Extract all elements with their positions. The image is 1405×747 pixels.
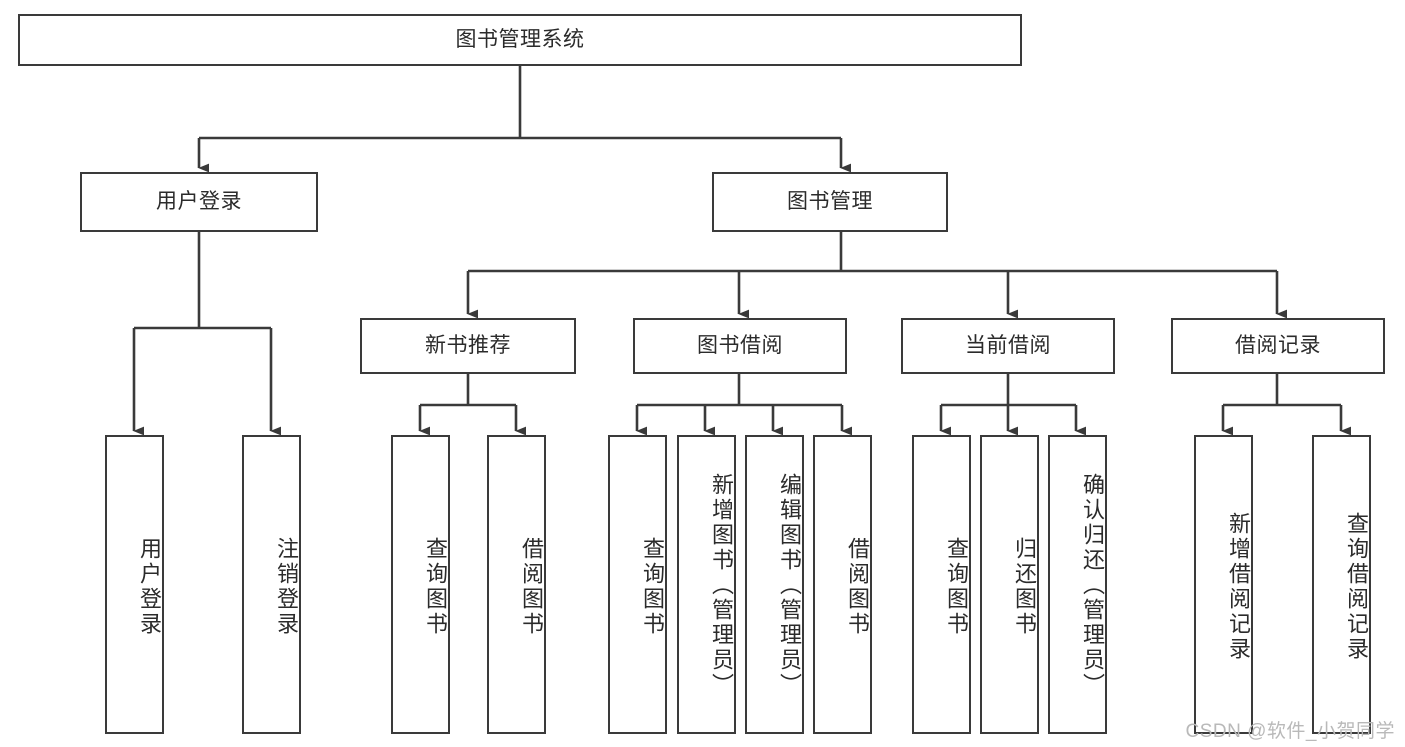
node-leaf-add-book[interactable]: 新增图书（管理员） — [677, 435, 736, 734]
node-leaf-confirm-return-label: 确认归还（管理员） — [1080, 473, 1105, 698]
node-leaf-query-book-1[interactable]: 查询图书 — [391, 435, 450, 734]
node-new-book-recommend[interactable]: 新书推荐 — [360, 318, 576, 374]
node-leaf-confirm-return[interactable]: 确认归还（管理员） — [1048, 435, 1107, 734]
node-leaf-user-login[interactable]: 用户登录 — [105, 435, 164, 734]
node-book-management[interactable]: 图书管理 — [712, 172, 948, 232]
node-leaf-borrow-book-2[interactable]: 借阅图书 — [813, 435, 872, 734]
node-borrow-record[interactable]: 借阅记录 — [1171, 318, 1385, 374]
node-leaf-add-record[interactable]: 新增借阅记录 — [1194, 435, 1253, 734]
node-leaf-query-book-1-label: 查询图书 — [423, 536, 448, 637]
node-leaf-query-book-3-label: 查询图书 — [944, 536, 969, 637]
node-root[interactable]: 图书管理系统 — [18, 14, 1022, 66]
node-leaf-query-record[interactable]: 查询借阅记录 — [1312, 435, 1371, 734]
node-leaf-query-book-2-label: 查询图书 — [640, 536, 665, 637]
node-leaf-add-book-label: 新增图书（管理员） — [709, 473, 734, 698]
node-user-login[interactable]: 用户登录 — [80, 172, 318, 232]
node-leaf-return-book-label: 归还图书 — [1012, 536, 1037, 637]
node-leaf-edit-book[interactable]: 编辑图书（管理员） — [745, 435, 804, 734]
node-leaf-borrow-book-2-label: 借阅图书 — [845, 536, 870, 637]
node-leaf-add-record-label: 新增借阅记录 — [1226, 511, 1251, 662]
csdn-watermark: CSDN @软件_小贺同学 — [1185, 721, 1395, 742]
node-leaf-borrow-book-1-label: 借阅图书 — [519, 536, 544, 637]
node-leaf-query-book-3[interactable]: 查询图书 — [912, 435, 971, 734]
node-leaf-edit-book-label: 编辑图书（管理员） — [777, 473, 802, 698]
node-current-borrow[interactable]: 当前借阅 — [901, 318, 1115, 374]
node-leaf-logout-label: 注销登录 — [274, 536, 299, 637]
node-leaf-query-record-label: 查询借阅记录 — [1344, 511, 1369, 662]
node-leaf-borrow-book-1[interactable]: 借阅图书 — [487, 435, 546, 734]
node-book-borrow[interactable]: 图书借阅 — [633, 318, 847, 374]
node-leaf-logout[interactable]: 注销登录 — [242, 435, 301, 734]
node-leaf-query-book-2[interactable]: 查询图书 — [608, 435, 667, 734]
node-leaf-return-book[interactable]: 归还图书 — [980, 435, 1039, 734]
node-leaf-user-login-label: 用户登录 — [137, 536, 162, 637]
